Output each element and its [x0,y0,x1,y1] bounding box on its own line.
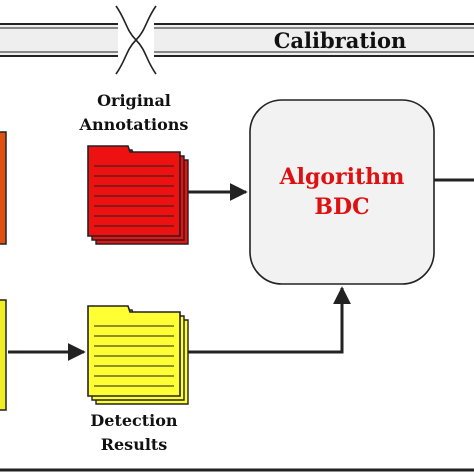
annotations-title-line2: Annotations [79,115,189,134]
detections-title-line1: Detection [90,411,178,430]
algorithm-box [249,99,435,285]
annotations-title-line1: Original [97,91,171,110]
detections-title-line2: Results [101,435,168,454]
left-image-top-fragment [0,131,7,245]
arrow-detections-to-algorithm [188,286,351,354]
algorithm-node: Algorithm BDC [249,99,435,285]
calibration-banner: Calibration [0,5,474,75]
left-image-bottom-fragment [0,299,7,411]
detections-doc-stack: Detection Results [87,305,189,454]
annotations-doc-stack: Original Annotations [79,91,189,245]
detections-doc-front [87,305,181,397]
algorithm-title-line2: BDC [314,194,369,220]
calibration-label: Calibration [274,28,407,53]
annotations-doc-front [87,145,181,237]
algorithm-title-line1: Algorithm [279,164,405,190]
